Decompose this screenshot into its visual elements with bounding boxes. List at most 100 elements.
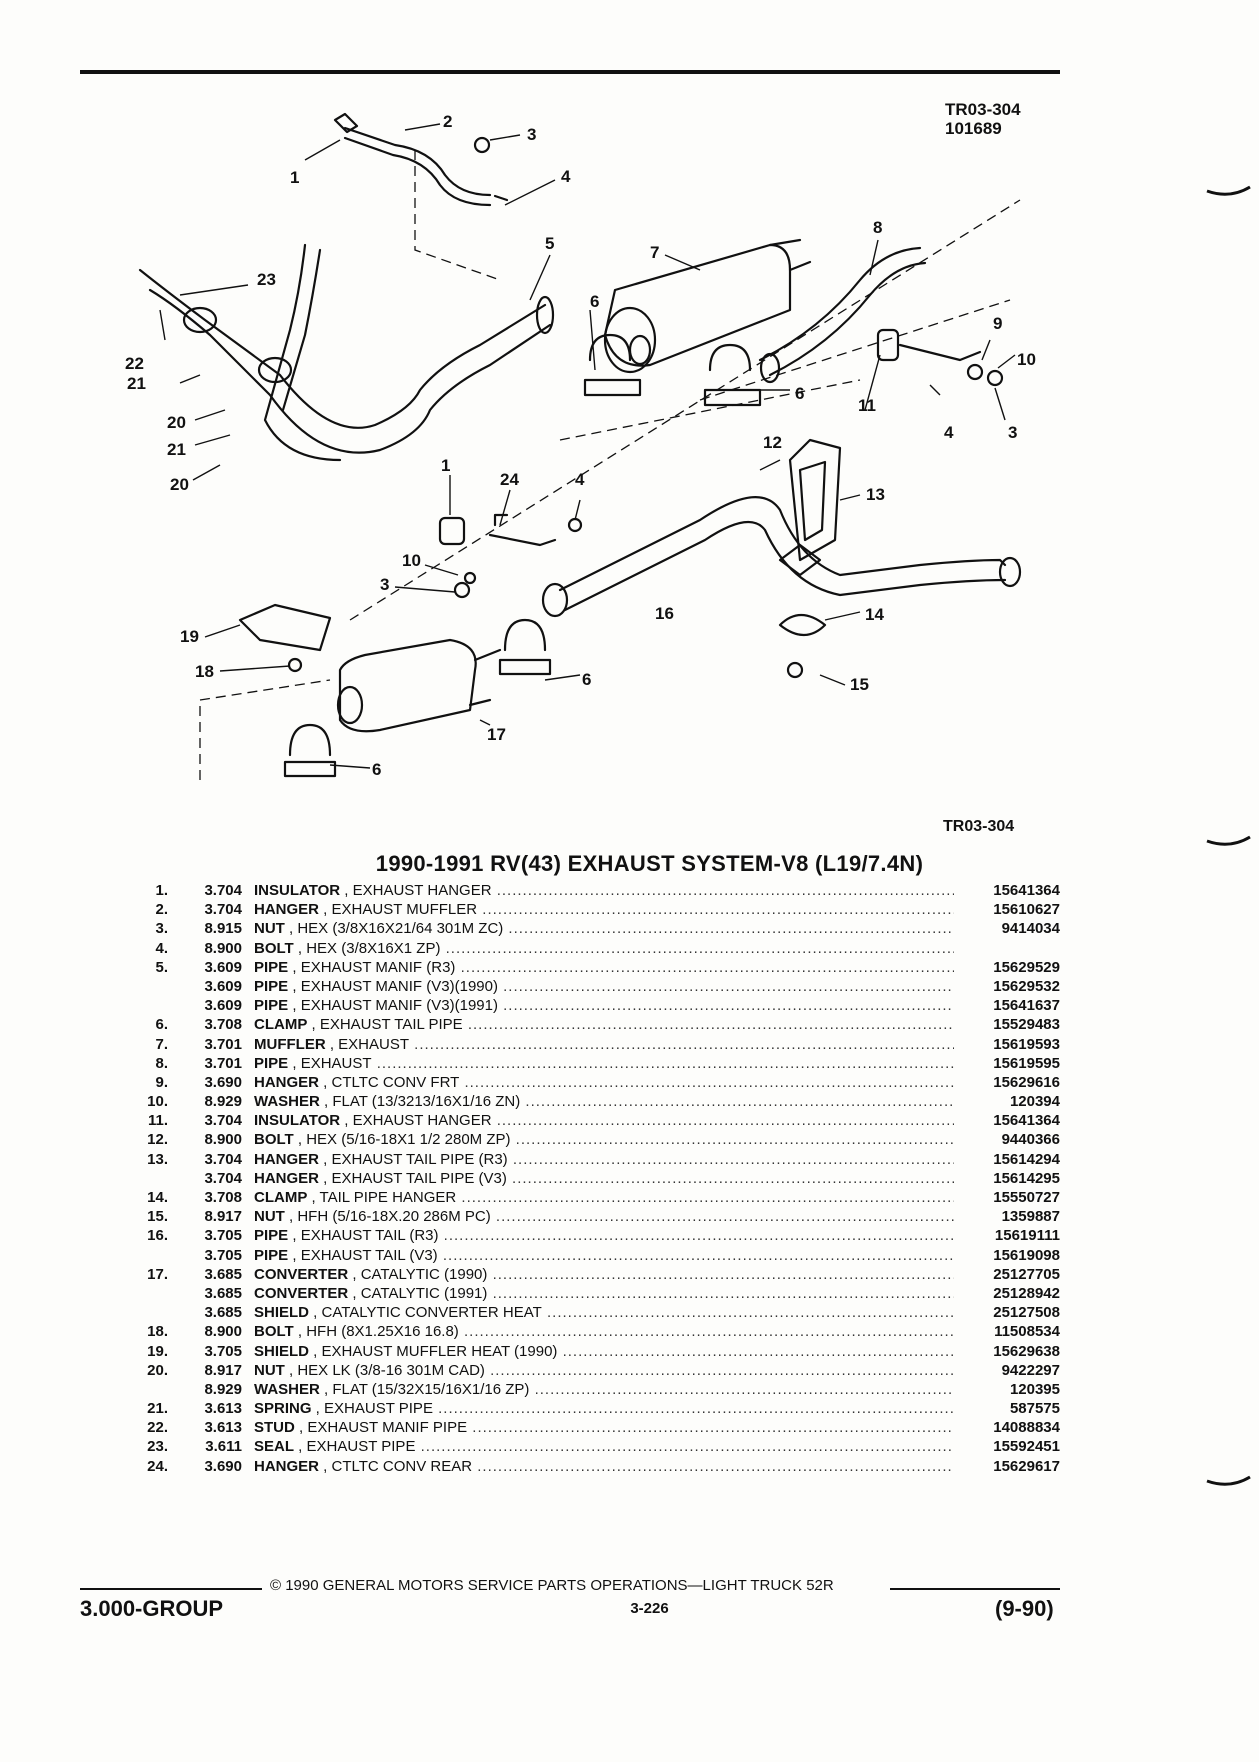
callout-16: 16: [655, 604, 674, 623]
callout-1: 1: [290, 168, 300, 187]
part-description: NUT , HEX LK (3/8-16 301M CAD) .........…: [254, 1361, 954, 1380]
item-number: 8.: [155, 1054, 168, 1072]
leader-dots: ........................................…: [503, 997, 954, 1015]
callout-8: 8: [873, 218, 883, 237]
figure-date-code: 101689: [945, 119, 1002, 138]
group-number: 3.611: [205, 1438, 242, 1456]
footer-rule-left: [80, 1588, 262, 1590]
item-number: 7.: [155, 1035, 168, 1053]
callout-2: 2: [443, 112, 453, 131]
callout-24: 24: [500, 470, 519, 489]
part-number: 15614295: [993, 1169, 1060, 1187]
item-number: 5.: [155, 958, 168, 976]
group-number: 3.690: [204, 1073, 242, 1091]
part-detail: , EXHAUST HANGER: [340, 882, 492, 899]
part-description: INSULATOR , EXHAUST HANGER .............…: [254, 881, 954, 900]
part-detail: , EXHAUST PIPE: [311, 1400, 433, 1418]
leader-dots: ........................................…: [463, 1323, 954, 1341]
part-description: HANGER , EXHAUST TAIL PIPE (R3) ........…: [254, 1150, 954, 1169]
part-number: 1359887: [1001, 1208, 1060, 1226]
part-description: PIPE , EXHAUST MANIF (V3)(1990) ........…: [254, 977, 954, 996]
part-description: PIPE , EXHAUST .........................…: [254, 1054, 954, 1073]
leader-dots: ........................................…: [525, 1093, 954, 1111]
leader-dots: ........................................…: [376, 1054, 954, 1072]
part-description: SHIELD , EXHAUST MUFFLER HEAT (1990) ...…: [254, 1342, 954, 1361]
leader-dots: ........................................…: [534, 1380, 954, 1398]
part-name: PIPE: [254, 1227, 289, 1245]
part-name: SPRING: [254, 1400, 312, 1418]
leader-dots: ........................................…: [512, 1169, 954, 1187]
part-number: 14088834: [993, 1419, 1060, 1437]
item-number: 9.: [155, 1073, 168, 1091]
part-number: 25127705: [993, 1265, 1060, 1283]
part-description: PIPE , EXHAUST TAIL (R3) ...............…: [254, 1226, 954, 1245]
part-name: NUT: [254, 1208, 285, 1226]
leader-dots: ........................................…: [495, 1208, 954, 1226]
part-description: BOLT , HFH (8X1.25X16 16.8) ............…: [254, 1322, 954, 1341]
part-description: PIPE , EXHAUST MANIF (V3)(1991) ........…: [254, 996, 954, 1015]
part-name: PIPE: [254, 1246, 289, 1264]
part-detail: , EXHAUST TAIL PIPE (R3): [319, 1150, 508, 1168]
callout-6b: 6: [795, 384, 805, 403]
group-number: 3.685: [204, 1284, 242, 1302]
part-name: SEAL: [254, 1438, 295, 1456]
leader-dots: ........................................…: [508, 920, 954, 938]
part-detail: , CTLTC CONV FRT: [319, 1073, 460, 1091]
callout-1b: 1: [441, 456, 451, 475]
leader-dots: ........................................…: [461, 1189, 954, 1206]
leader-dots: ........................................…: [492, 1284, 954, 1302]
callout-12: 12: [763, 433, 782, 452]
group-number: 3.704: [204, 1169, 242, 1187]
part-description: PIPE , EXHAUST MANIF (R3) ..............…: [254, 958, 954, 977]
callout-17: 17: [487, 725, 506, 744]
part-description: NUT , HFH (5/16-18X.20 286M PC) ........…: [254, 1207, 954, 1226]
group-number: 3.704: [204, 901, 242, 919]
group-number: 8.917: [204, 1208, 242, 1226]
part-description: NUT , HEX (3/8X16X21/64 301M ZC) .......…: [254, 919, 954, 938]
part-number: 15629532: [993, 977, 1060, 995]
group-number: 8.915: [204, 920, 242, 938]
binder-mark-bottom: [1206, 1475, 1251, 1486]
part-name: NUT: [254, 920, 285, 938]
part-name: CLAMP: [254, 1189, 308, 1206]
part-number: 15550727: [993, 1189, 1060, 1206]
item-number: 15.: [147, 1208, 168, 1226]
part-name: STUD: [254, 1419, 295, 1437]
part-name: MUFFLER: [254, 1035, 326, 1053]
part-description: HANGER , CTLTC CONV FRT ................…: [254, 1073, 954, 1092]
leader-dots: ........................................…: [467, 1016, 954, 1034]
group-number: 3.613: [204, 1400, 242, 1418]
leader-dots: ........................................…: [562, 1342, 954, 1360]
part-detail: , EXHAUST TAIL (V3): [288, 1246, 438, 1264]
binder-mark-top: [1206, 185, 1251, 196]
item-number: 20.: [147, 1361, 168, 1379]
part-detail: , FLAT (13/3213/16X1/16 ZN): [319, 1093, 521, 1111]
leader-dots: ........................................…: [443, 1227, 954, 1245]
group-number: 3.704: [204, 882, 242, 899]
part-detail: , EXHAUST: [288, 1054, 372, 1072]
group-number: 8.929: [204, 1093, 242, 1111]
part-detail: , CATALYTIC (1991): [348, 1284, 488, 1302]
part-number: 25128942: [993, 1284, 1060, 1302]
part-detail: , EXHAUST TAIL PIPE: [307, 1016, 463, 1034]
part-description: CLAMP , EXHAUST TAIL PIPE ..............…: [254, 1015, 954, 1034]
footer-date: (9-90): [995, 1596, 1054, 1621]
part-description: INSULATOR , EXHAUST HANGER .............…: [254, 1111, 954, 1130]
footer-rule-right: [890, 1588, 1060, 1590]
callout-13: 13: [866, 485, 885, 504]
part-detail: , EXHAUST MANIF PIPE: [294, 1419, 468, 1437]
part-name: BOLT: [254, 1323, 294, 1341]
leader-dots: ........................................…: [477, 1457, 954, 1475]
item-number: 16.: [147, 1227, 168, 1245]
part-detail: , HEX (5/16-18X1 1/2 280M ZP): [293, 1131, 511, 1149]
item-number: 10.: [147, 1093, 168, 1111]
leader-dots: ........................................…: [442, 1246, 954, 1264]
